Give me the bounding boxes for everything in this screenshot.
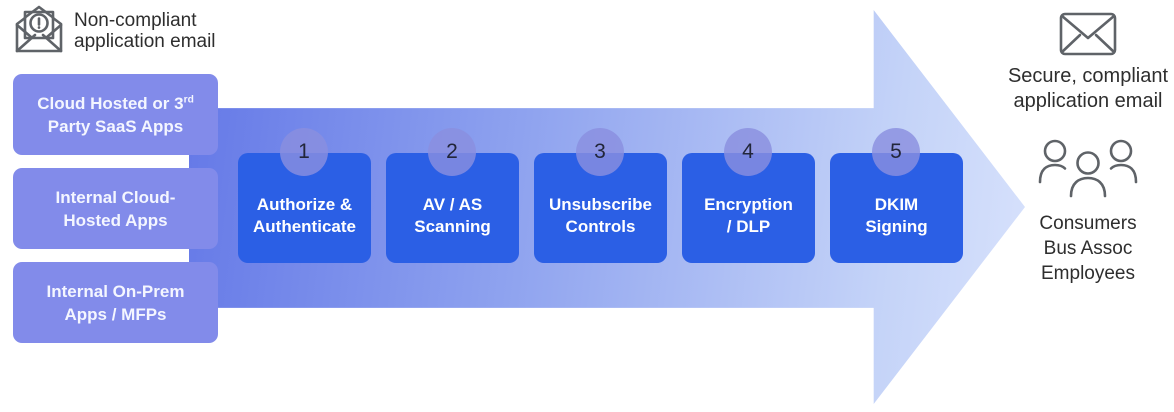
non-compliant-note: Non-compliant application email [14,4,216,54]
step-number-badge: 4 [724,128,772,176]
step-2-av-as-scanning: AV / AS Scanning 2 [386,128,519,263]
source-label: Internal On-Prem Apps / MFPs [46,281,185,324]
step-number-badge: 5 [872,128,920,176]
step-5-dkim-signing: DKIM Signing 5 [830,128,963,263]
step-label: AV / AS Scanning [414,195,491,236]
step-label: DKIM Signing [865,195,928,236]
source-box-on-prem: Internal On-Prem Apps / MFPs [13,262,218,343]
users-icon [1038,139,1138,198]
secure-email-label: Secure, compliant application email [1007,65,1169,112]
step-number-badge: 2 [428,128,476,176]
step-box: AV / AS Scanning [386,153,519,263]
step-label: Authorize & Authenticate [253,195,356,236]
source-label-line: Party SaaS Apps [47,116,184,136]
step-number-badge: 1 [280,128,328,176]
step-3-unsubscribe-controls: Unsubscribe Controls 3 [534,128,667,263]
destination-panel: Secure, compliant application email Cons… [1002,12,1174,286]
secure-mail-icon [1059,12,1117,56]
non-compliant-label: Non-compliant application email [74,10,216,52]
source-label: Internal Cloud- Hosted Apps [55,187,176,230]
step-4-encryption-dlp: Encryption / DLP 4 [682,128,815,263]
source-box-cloud-saas: Cloud Hosted or 3rd Party SaaS Apps [13,74,218,155]
step-label: Unsubscribe Controls [549,195,652,236]
step-label: Encryption / DLP [704,195,793,236]
step-number-badge: 3 [576,128,624,176]
source-label-line: Cloud Hosted or 3rd [37,93,194,113]
warning-email-icon [15,5,63,53]
audience-label: Consumers Bus Assoc Employees [1039,213,1137,284]
source-box-internal-cloud: Internal Cloud- Hosted Apps [13,168,218,249]
step-1-authorize-authenticate: Authorize & Authenticate 1 [238,128,371,263]
